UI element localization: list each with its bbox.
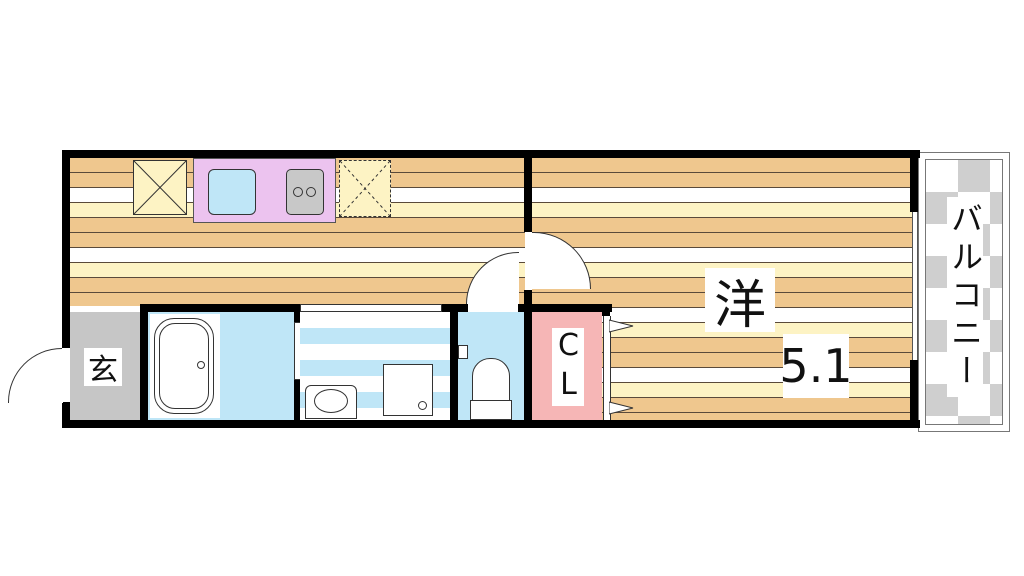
- wall-kitchen-western-lower: [524, 290, 532, 428]
- kitchen-counter: [193, 158, 336, 223]
- wall-right-lower: [910, 360, 918, 428]
- basin-icon: [314, 389, 348, 413]
- toilet-door[interactable]: [468, 304, 518, 312]
- wall-right-upper: [910, 150, 918, 212]
- sink-icon: [208, 169, 256, 215]
- washbasin: [305, 385, 357, 419]
- bathtub-icon: [154, 318, 214, 414]
- drain-icon: [197, 361, 205, 369]
- western-room-size: 5.1: [779, 334, 853, 398]
- entrance-door[interactable]: [8, 348, 63, 403]
- balcony: バルコニー: [918, 152, 1010, 432]
- closet-label-text: CL: [551, 328, 586, 406]
- paper-holder-icon: [458, 345, 468, 359]
- wall-kitchen-western: [524, 150, 532, 232]
- drain-icon: [418, 401, 427, 410]
- closet-door-arrow-icon: [609, 319, 634, 415]
- burner-icon: [293, 187, 303, 197]
- entrance-opening: [62, 348, 70, 402]
- wall-left: [62, 150, 70, 428]
- western-room-label: 洋: [705, 268, 775, 336]
- wall-closet-top: [532, 304, 612, 312]
- entrance-label: 玄: [84, 348, 122, 388]
- wall-washroom-toilet: [450, 304, 458, 428]
- wall-top: [62, 150, 920, 158]
- wall-closet-right: [602, 304, 610, 316]
- sliding-door[interactable]: [300, 304, 442, 312]
- closet-label: CL: [551, 328, 586, 406]
- balcony-label: バルコニー: [946, 197, 984, 397]
- toilet: [472, 358, 510, 404]
- refrigerator-space: [133, 160, 187, 215]
- closet-door[interactable]: [603, 316, 611, 420]
- toilet-tank: [470, 400, 512, 420]
- burner-icon: [306, 187, 316, 197]
- stove-icon: [286, 169, 324, 215]
- washer-space: [339, 160, 391, 217]
- wall-entrance-bath: [140, 304, 148, 428]
- wall-bottom: [62, 420, 920, 428]
- room-size-value: 5.1: [779, 339, 853, 393]
- washing-machine-pan: [383, 364, 433, 416]
- balcony-window[interactable]: [912, 212, 918, 360]
- wall-lower-row-top-1: [140, 304, 300, 312]
